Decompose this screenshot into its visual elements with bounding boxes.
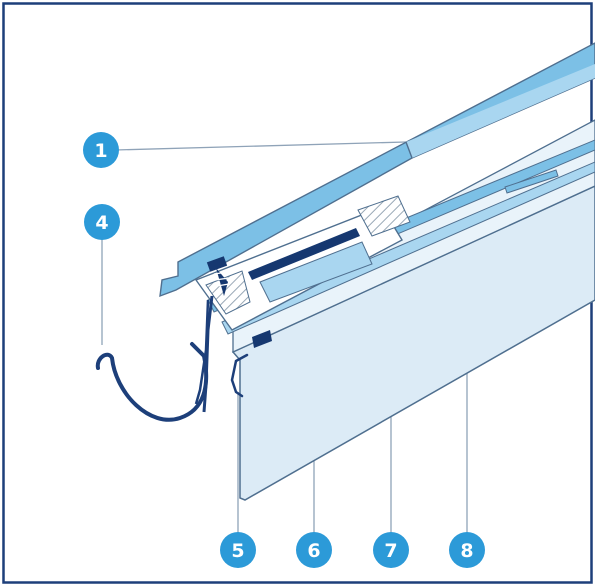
wood-block-right <box>357 195 411 237</box>
marker-1: 1 <box>83 132 119 168</box>
marker-6: 6 <box>296 532 332 568</box>
gutter <box>95 342 209 422</box>
marker-6-label: 6 <box>307 540 320 562</box>
underlay-lower-sheet <box>221 161 595 335</box>
marker-7-label: 7 <box>384 540 397 562</box>
seal-strip <box>252 330 272 348</box>
roof-cover-step-edge <box>405 141 413 159</box>
marker-5-label: 5 <box>231 540 244 562</box>
underlay-clip <box>504 169 559 194</box>
screw-icon <box>206 256 230 296</box>
flashing-block <box>259 241 373 303</box>
fascia-bent-edge <box>230 353 249 398</box>
marker-7: 7 <box>373 532 409 568</box>
leader-line-1 <box>114 141 407 151</box>
marker-5: 5 <box>220 532 256 568</box>
gutter-back <box>194 299 210 405</box>
gutter-hanger <box>202 295 214 413</box>
marker-4: 4 <box>84 204 120 240</box>
roof-cover <box>159 42 595 298</box>
dark-strip <box>248 228 360 280</box>
marker-1-label: 1 <box>94 140 107 162</box>
roof-cover-step <box>406 64 595 158</box>
marker-8: 8 <box>449 532 485 568</box>
marker-8-label: 8 <box>460 540 473 562</box>
wood-block-left <box>205 270 251 315</box>
marker-4-label: 4 <box>95 212 108 234</box>
